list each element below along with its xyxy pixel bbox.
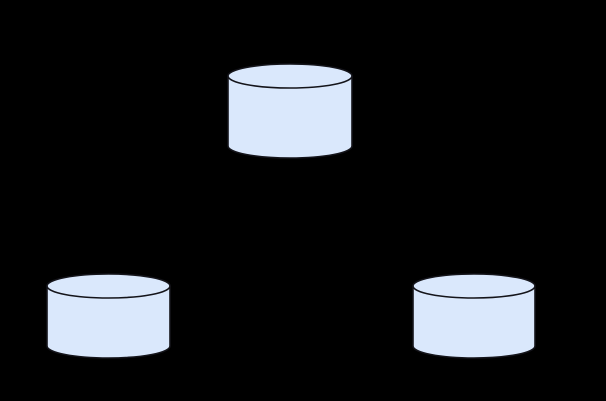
database-node-ldap-label-line1: Org's LDAP <box>268 5 338 20</box>
database-node-emm[interactable] <box>46 273 171 359</box>
database-node-emm-label-line2: database <box>276 5 330 20</box>
database-node-ldap-label-line2: directory <box>278 5 328 20</box>
database-node-google-label-line1: Google <box>282 5 324 20</box>
database-cylinder-icon <box>227 63 353 159</box>
database-node-emm-label-line1: EMM's <box>283 5 323 20</box>
database-cylinder-icon <box>412 273 536 359</box>
database-cylinder-icon <box>46 273 171 359</box>
database-node-ldap[interactable] <box>227 63 353 159</box>
database-node-google[interactable] <box>412 273 536 359</box>
